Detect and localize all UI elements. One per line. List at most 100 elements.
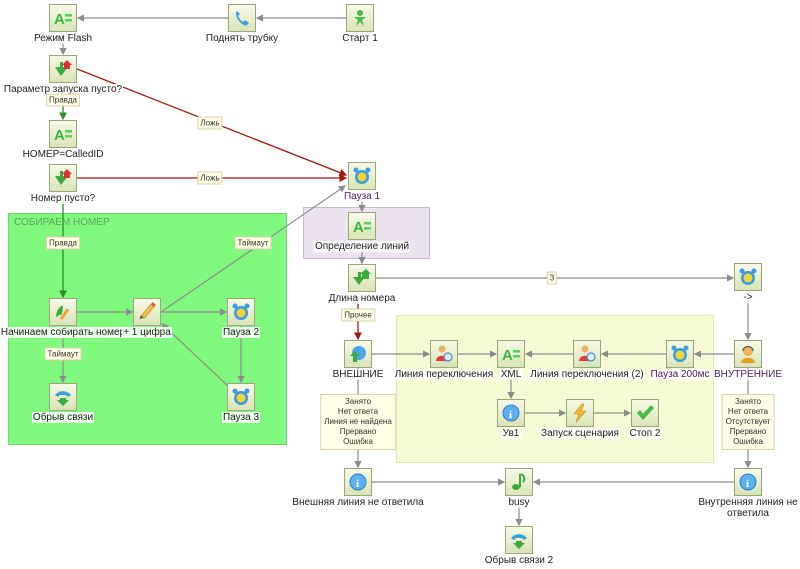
checkmark-icon [635, 403, 655, 423]
node-nomer-calledid[interactable]: A [49, 120, 77, 148]
node-label: ВНУТРЕННИЕ [713, 369, 783, 380]
svg-text:i: i [509, 409, 512, 421]
edge-label-taimaut: Таймаут [234, 236, 272, 250]
info-icon: i [738, 472, 758, 492]
node-label: Обрыв связи [31, 412, 95, 423]
node-label: ВНЕШНИЕ [331, 369, 385, 380]
node-label: Определение линий [313, 241, 411, 252]
condition-icon [53, 168, 73, 188]
node-label: Стоп 2 [628, 428, 662, 439]
node-opredelenie-liniy[interactable]: A [348, 212, 376, 240]
outcome-item: Линия не найдена [324, 417, 392, 426]
group-title: СОБИРАЕМ НОМЕР [14, 217, 110, 228]
node-dlina-nomera[interactable] [348, 264, 376, 292]
svg-text:A: A [353, 219, 364, 236]
node-label: Запуск сценария [540, 428, 620, 439]
node-vneshnie[interactable] [344, 340, 372, 368]
node-label: Длина номера [327, 293, 397, 304]
node-vnutr-ne-otv[interactable]: i [734, 468, 762, 496]
outcome-item: Ошибка [343, 437, 373, 446]
alarm-clock-icon [231, 302, 251, 322]
outcome-item: Занято [344, 397, 372, 406]
switch-icon [352, 268, 372, 288]
node-label: Пауза 3 [221, 412, 261, 423]
operator-icon [738, 344, 758, 364]
condition-icon [53, 59, 73, 79]
node-label: Параметр запуска пусто? [2, 84, 124, 95]
phone-icon [232, 8, 252, 28]
node-label: Линия переключения [393, 369, 495, 380]
node-obryv-svyazi[interactable] [49, 383, 77, 411]
node-label: Поднять трубку [204, 33, 280, 44]
node-label: Внутренняя линия не ответила [698, 497, 798, 519]
alarm-clock-icon [352, 166, 372, 186]
node-label: -> [742, 292, 754, 303]
outcome-item: Прервано [729, 427, 767, 436]
outcome-item: Нет ответа [727, 407, 769, 416]
alarm-clock-icon [738, 267, 758, 287]
node-label: Старт 1 [341, 33, 379, 44]
node-stop-2[interactable] [631, 399, 659, 427]
node-zapusk[interactable] [566, 399, 594, 427]
node-label: Пауза 2 [221, 327, 261, 338]
assign-icon: A [53, 8, 73, 28]
node-label: busy [507, 497, 531, 508]
node-plus-1-cifra[interactable] [133, 298, 161, 326]
edge[interactable] [161, 323, 229, 387]
edge-label-case: 3 [546, 271, 558, 285]
node-vneshnyaya-ne-otv[interactable]: i [344, 468, 372, 496]
node-pauza-2[interactable] [227, 298, 255, 326]
node-label: Ув1 [501, 428, 521, 439]
node-xml[interactable]: A [497, 340, 525, 368]
node-vnutrennie[interactable] [734, 340, 762, 368]
hangup-icon [53, 387, 73, 407]
globe-transfer-icon [348, 344, 368, 364]
outcome-list-vneshnie: Занято Нет ответа Линия не найдена Прерв… [320, 394, 396, 450]
edge-label-lozh: Ложь [197, 116, 223, 130]
music-note-icon [509, 472, 529, 492]
node-start-1[interactable] [346, 4, 374, 32]
node-liniya-perekl[interactable] [430, 340, 458, 368]
edge-label-lozh: Ложь [197, 171, 223, 185]
user-search-icon [434, 344, 454, 364]
node-arrow-node[interactable] [734, 263, 762, 291]
lightning-icon [570, 403, 590, 423]
edge-label-prochee: Прочее [341, 308, 375, 322]
node-rezhim-flash[interactable]: A [49, 4, 77, 32]
svg-text:i: i [356, 478, 359, 490]
node-label: НОМЕР=CalledID [21, 149, 105, 160]
node-label: + 1 цифра [122, 327, 172, 338]
node-label: Начинаем собирать номер [0, 327, 127, 338]
node-nachinaem[interactable] [49, 298, 77, 326]
node-pauza-1[interactable] [348, 162, 376, 190]
svg-text:A: A [54, 11, 65, 28]
edge-label-pravda: Правда [46, 93, 80, 107]
node-pauza-200[interactable] [666, 340, 694, 368]
node-obryv-svyazi-2[interactable] [505, 526, 533, 554]
svg-text:i: i [746, 478, 749, 490]
node-liniya-perekl-2[interactable] [573, 340, 601, 368]
dtmf-collect-icon [53, 302, 73, 322]
outcome-list-vnutrennie: Занято Нет ответа Отсутствует Прервано О… [721, 394, 775, 450]
start-person-icon [350, 8, 370, 28]
node-label: XML [499, 369, 523, 380]
node-label: Режим Flash [32, 33, 94, 44]
node-label: Пауза 1 [342, 191, 382, 202]
outcome-item: Прервано [339, 427, 377, 436]
node-param-pusto[interactable] [49, 55, 77, 83]
alarm-clock-icon [231, 387, 251, 407]
node-label: Линия переключения (2) [529, 369, 645, 380]
assign-icon: A [352, 216, 372, 236]
node-pauza-3[interactable] [227, 383, 255, 411]
node-podnyat-trubku[interactable] [228, 4, 256, 32]
node-label: Пауза 200мс [649, 369, 711, 380]
alarm-clock-icon [670, 344, 690, 364]
assign-icon: A [501, 344, 521, 364]
node-label: Номер пусто? [29, 193, 97, 204]
assign-icon: A [53, 124, 73, 144]
node-busy[interactable] [505, 468, 533, 496]
node-nomer-pusto[interactable] [49, 164, 77, 192]
node-uv1[interactable]: i [497, 399, 525, 427]
outcome-item: Нет ответа [337, 407, 379, 416]
user-search-icon [577, 344, 597, 364]
